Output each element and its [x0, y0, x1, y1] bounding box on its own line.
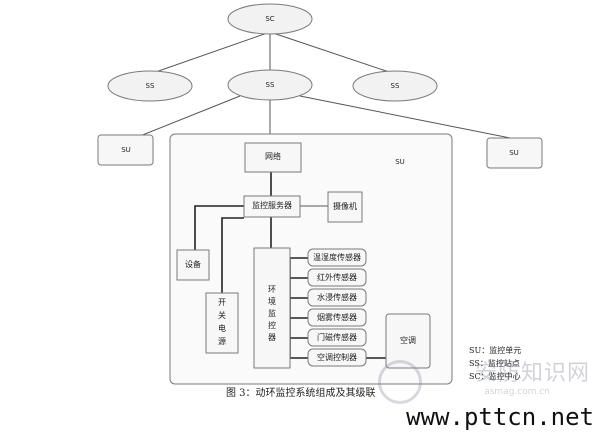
env-monitor-char-4: 控 [268, 320, 276, 330]
su-right-label: SU [509, 149, 519, 157]
switch-power-char-3: 电 [218, 323, 226, 333]
legend-item: SC：监控中心 [469, 371, 521, 381]
device-label: 设备 [185, 259, 201, 269]
legend-item: SU：监控单元 [469, 345, 521, 355]
watermark-logo-icon [378, 360, 422, 404]
switch-power-char-2: 关 [218, 310, 226, 320]
env-monitor-char-3: 监 [268, 308, 276, 318]
su-left-label: SU [121, 146, 131, 154]
env-monitor-node [253, 247, 291, 369]
figure-caption: 图 3：动环监控系统组成及其级联 [226, 386, 376, 399]
legend: SU：监控单元 SS：监控站点 SC：监控中心 [469, 345, 521, 381]
switch-power-char-4: 源 [218, 337, 226, 346]
ss-center-label: SS [266, 81, 275, 89]
switch-power-char-1: 开 [218, 298, 226, 307]
camera-label: 摄像机 [333, 201, 357, 211]
sensor-box [307, 268, 367, 287]
watermark-en: asmag.com.cn [484, 387, 550, 397]
legend-item: SS：监控站点 [469, 358, 520, 368]
device-node [176, 249, 210, 281]
network-label: 网络 [265, 151, 281, 161]
hierarchy-connectors [129, 31, 511, 143]
sensor-label: 温湿度传感器 [313, 252, 361, 262]
env-monitor-char-1: 环 [268, 285, 276, 294]
sensor-list: 温湿度传感器 红外传感器 水浸传感器 烟雾传感器 门磁传感器 空调控制器 [307, 248, 367, 367]
su-right-node [486, 137, 543, 169]
su-left-node [97, 134, 154, 166]
camera-node [327, 191, 363, 223]
ss-right-node [352, 70, 438, 102]
su-main-label: SU [395, 158, 405, 166]
ss-left-node [107, 70, 193, 102]
sensor-box [307, 288, 367, 307]
sensor-box [307, 308, 367, 327]
ss-right-label: SS [391, 82, 400, 90]
site-url: www.pttcn.net [406, 403, 594, 431]
monitor-server-node [243, 195, 301, 218]
sensor-box [307, 248, 367, 267]
sc-node [227, 3, 313, 35]
aircon-label: 空调 [400, 335, 416, 345]
sensor-label: 门磁传感器 [317, 332, 357, 342]
watermark-cn: 安防知识网 [474, 361, 590, 386]
ss-left-label: SS [146, 82, 155, 90]
monitor-server-label: 监控服务器 [252, 200, 292, 210]
sensor-label: 烟雾传感器 [317, 312, 357, 322]
sensor-box [307, 328, 367, 347]
env-monitor-char-2: 境 [268, 296, 276, 306]
sensor-box [307, 348, 367, 367]
watermark: 安防知识网 asmag.com.cn [475, 355, 590, 397]
switch-power-node [205, 292, 239, 354]
ss-center-node [227, 69, 313, 101]
sensor-label: 水浸传感器 [317, 292, 357, 302]
sensor-label: 红外传感器 [317, 272, 357, 282]
network-node [244, 142, 302, 173]
sensor-label: 空调控制器 [317, 352, 357, 362]
env-monitor-char-5: 器 [268, 333, 276, 342]
sc-label: SC [265, 15, 274, 23]
